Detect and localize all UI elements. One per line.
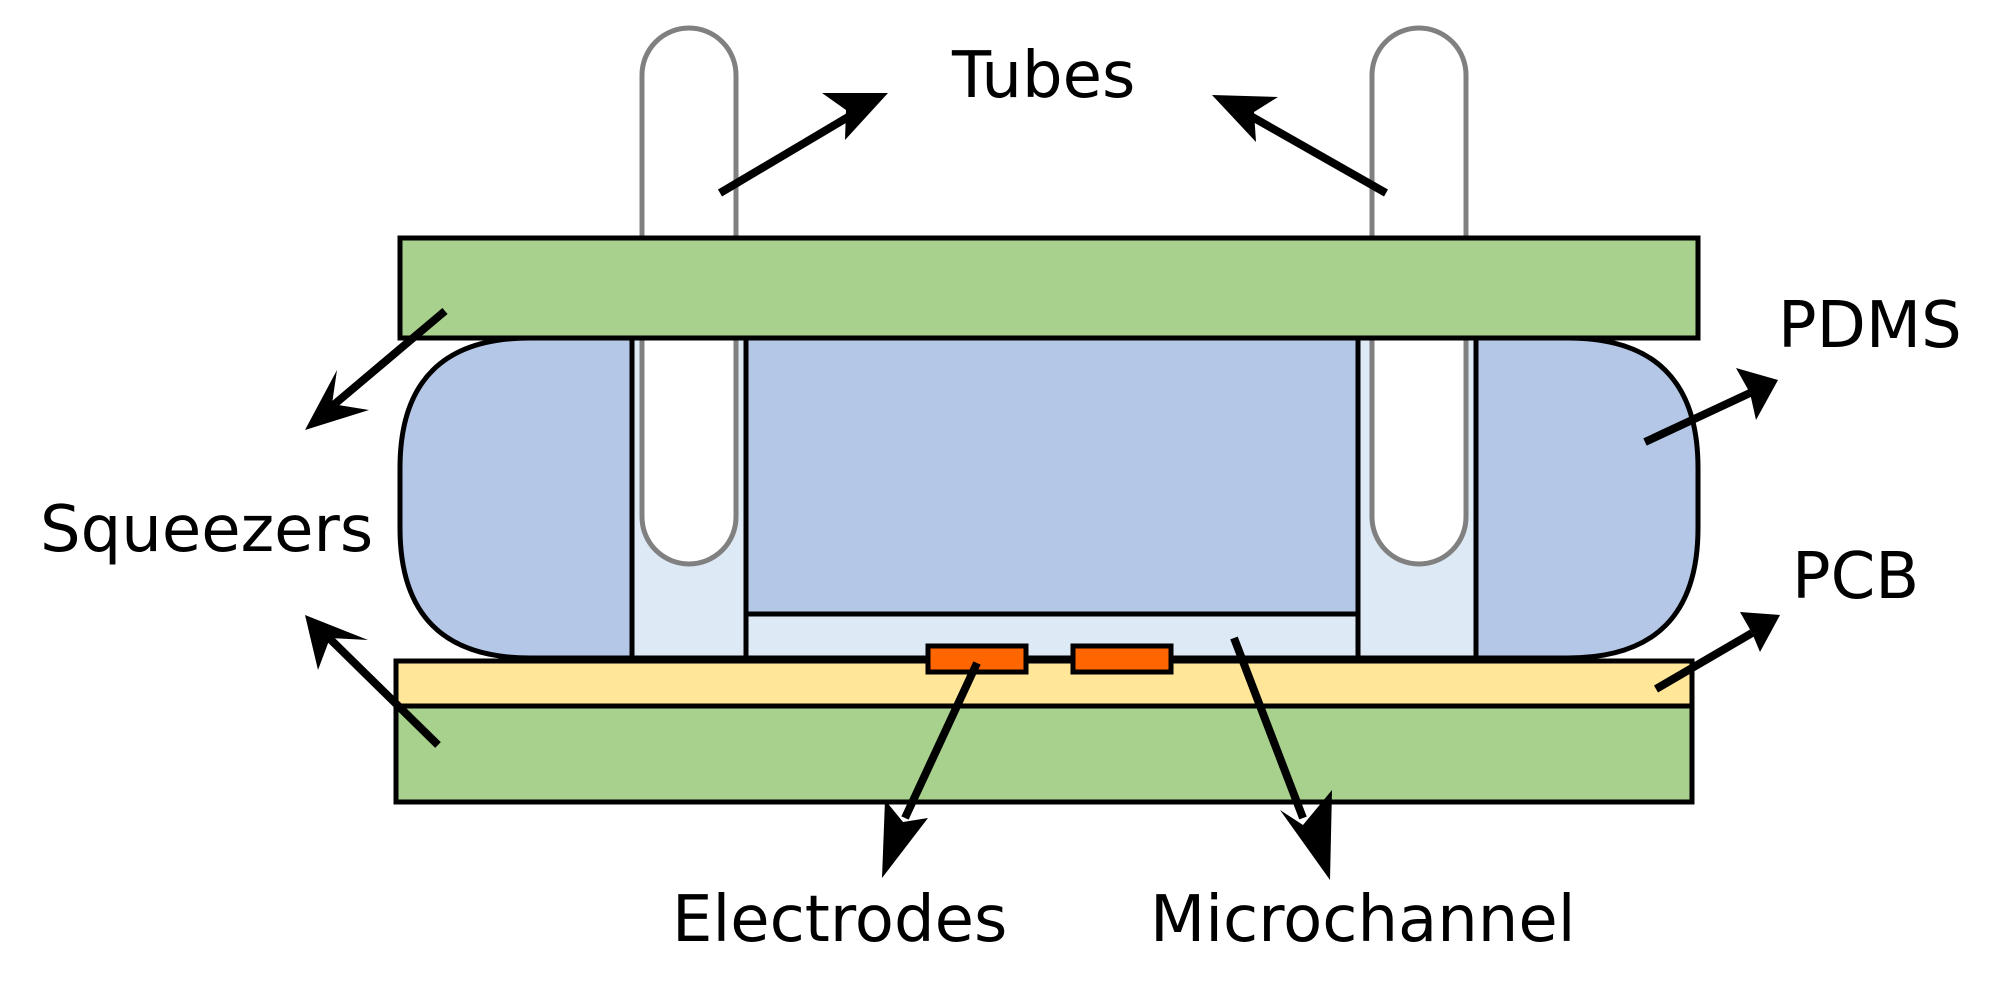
top-squeezer <box>397 235 1701 341</box>
label-microchannel: Microchannel <box>1150 883 1576 957</box>
microchannel <box>743 611 1361 661</box>
pdms-body <box>397 335 1701 661</box>
arrow-pcb <box>1653 629 1755 693</box>
arrows <box>305 93 1780 880</box>
electrode-right <box>1070 643 1174 675</box>
arrow-microchannel-head <box>1280 790 1332 880</box>
arrow-pcb-head <box>1740 612 1780 652</box>
bottom-squeezer <box>393 703 1695 805</box>
arrow-squeezers-bottom-head <box>305 615 368 670</box>
arrow-pdms <box>1643 389 1752 446</box>
arrow-squeezers-top-head <box>305 370 369 430</box>
arrow-squeezers-top <box>327 307 448 412</box>
label-electrodes: Electrodes <box>672 883 1008 957</box>
arrow-microchannel <box>1230 636 1307 820</box>
arrow-squeezers-bottom <box>323 632 441 748</box>
arrow-tubes-right-head <box>1212 95 1278 142</box>
tube-right <box>1369 25 1469 567</box>
arrow-tubes-left <box>717 106 863 197</box>
label-pcb: PCB <box>1792 540 1920 614</box>
arrow-tubes-left-head <box>822 93 888 140</box>
pcb-layer <box>393 658 1695 709</box>
tube-left <box>639 25 739 567</box>
label-squeezers: Squeezers <box>40 493 374 567</box>
arrow-electrodes-head <box>882 800 928 878</box>
label-pdms: PDMS <box>1778 289 1962 363</box>
arrow-tubes-right <box>1238 106 1388 197</box>
arrow-electrodes <box>901 661 981 820</box>
arrow-pdms-head <box>1736 368 1778 420</box>
label-tubes: Tubes <box>952 39 1136 113</box>
